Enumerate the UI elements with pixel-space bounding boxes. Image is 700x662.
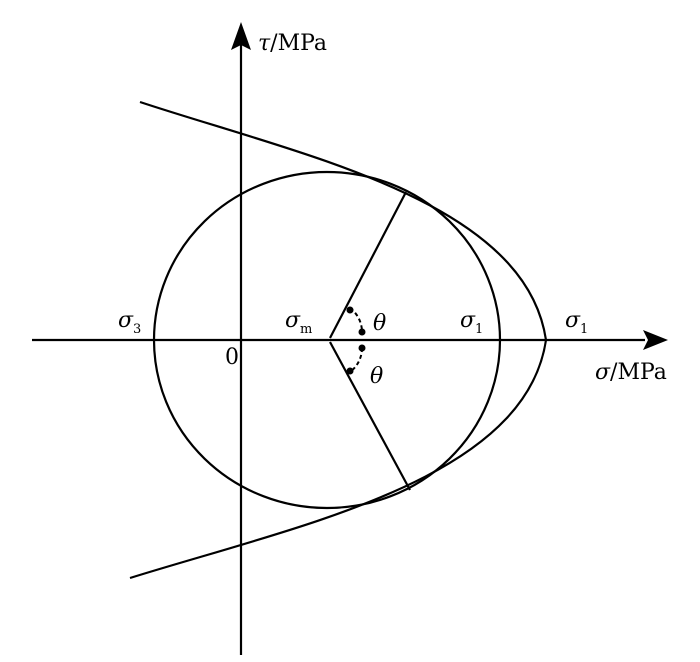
theta-lower-label: θ xyxy=(370,364,383,389)
origin-label: 0 xyxy=(225,345,239,370)
mohr-circle xyxy=(152,170,502,510)
radius-line-upper xyxy=(329,191,407,339)
radius-line-lower xyxy=(329,341,411,491)
sigma1-circle-label: σ1 xyxy=(460,308,483,337)
sigma3-label: σ3 xyxy=(118,308,141,337)
theta-arc-upper-dot-b xyxy=(358,328,366,336)
tau-axis-arrowhead xyxy=(231,22,251,50)
strength-envelope-curve xyxy=(129,100,548,580)
sigma-axis-label: σ/MPa xyxy=(595,360,667,385)
tau-axis-label: τ/MPa xyxy=(258,31,327,56)
sigma1-curve-label: σ1 xyxy=(565,308,588,337)
theta-arc-lower-dot-a xyxy=(358,344,366,352)
sigma-axis-arrowhead xyxy=(643,330,668,350)
theta-upper-label: θ xyxy=(373,311,386,336)
theta-arc-lower-dot-b xyxy=(346,367,354,375)
sigma-m-label: σm xyxy=(285,308,312,337)
theta-arc-upper-dot-a xyxy=(346,306,354,314)
